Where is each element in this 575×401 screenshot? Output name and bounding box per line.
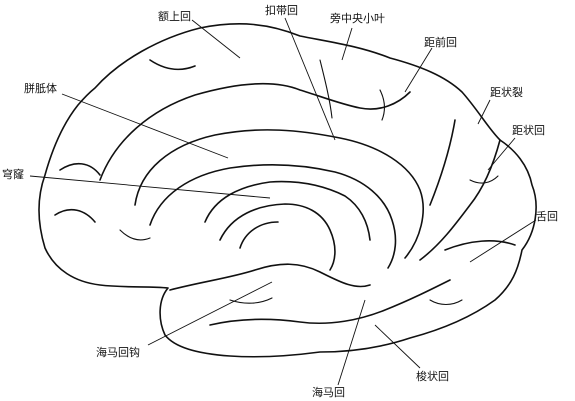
leader-corpus-callosum: [61, 93, 229, 159]
leader-cingulate: [284, 17, 336, 141]
hemisphere-outline: [38, 23, 537, 358]
precuneus-sulcus: [379, 89, 385, 121]
label-fusiform-gyrus: 梭状回: [416, 369, 449, 383]
outer-outline: [38, 23, 537, 358]
corpus-callosum-lower: [204, 180, 371, 241]
frontal-fine-1: [119, 229, 151, 241]
fusiform-fine: [429, 299, 463, 306]
lingual-sulcus: [444, 240, 516, 251]
corpus-callosum-upper: [149, 163, 397, 269]
leader-fusiform: [374, 324, 421, 369]
leader-paracentral: [341, 27, 353, 61]
calcarine-sulcus: [419, 139, 501, 261]
cuneus-fine: [469, 175, 499, 184]
label-superior-frontal-gyrus: 额上回: [158, 10, 191, 23]
label-calcarine-sulcus: 距状裂: [490, 85, 523, 99]
cingulate-inner-arc: [134, 129, 424, 259]
parieto-occipital-sulcus: [429, 119, 456, 206]
leader-parahippocampal: [337, 299, 366, 386]
frontal-sulcus-3: [149, 59, 196, 71]
label-cingulate-gyrus: 扣带回: [265, 3, 298, 17]
label-calcarine-gyrus: 距状回: [512, 123, 545, 137]
collateral-sulcus: [209, 279, 451, 326]
frontal-sulcus-2: [54, 208, 96, 223]
leader-lines: [29, 17, 537, 386]
gyri-lines: [54, 59, 516, 326]
cingulate-sulcus: [99, 82, 411, 181]
label-precuneus: 距前回: [424, 35, 457, 49]
fornix-inner: [239, 221, 279, 249]
paracentral-sulcus: [319, 59, 333, 119]
label-lingual-gyrus: 舌回: [536, 210, 558, 223]
leader-calcarine-sulcus: [477, 99, 491, 125]
leader-precuneus: [404, 47, 433, 93]
label-uncus: 海马回钩: [96, 345, 140, 359]
fine-detail: [119, 59, 499, 306]
frontal-sulcus-1: [59, 162, 101, 176]
leader-calcarine-gyrus: [487, 137, 516, 171]
leader-lingual: [469, 219, 537, 263]
fornix-arc: [219, 203, 336, 271]
label-parahippocampal-gyrus: 海马回: [312, 385, 345, 399]
labels: 额上回 扣带回 旁中央小叶 距前回 胼胝体 距状裂 距状回 穹窿 舌回 海马回钩…: [2, 3, 558, 399]
leader-superior-frontal: [191, 19, 241, 59]
leader-uncus: [147, 281, 273, 346]
leader-septum: [29, 175, 271, 199]
label-septum-pellucidum: 穹窿: [2, 167, 24, 181]
label-paracentral-lobule: 旁中央小叶: [330, 11, 385, 25]
temporal-border: [169, 263, 371, 291]
label-corpus-callosum: 胼胝体: [24, 81, 57, 95]
